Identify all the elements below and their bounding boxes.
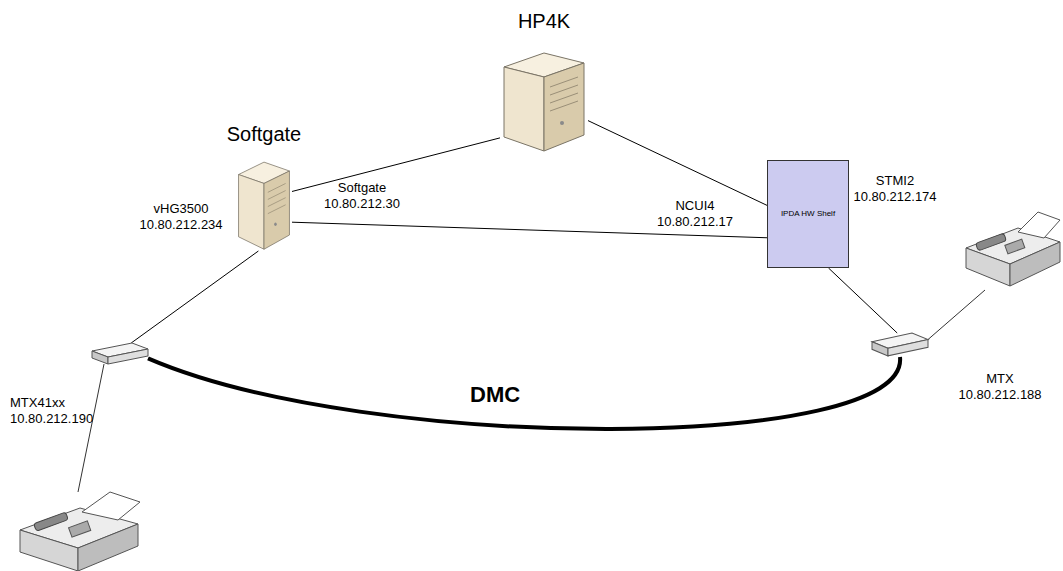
network-link xyxy=(131,251,258,343)
drive-bay xyxy=(268,198,286,207)
fax-wire xyxy=(78,364,104,492)
server-side xyxy=(264,171,289,249)
gateway-device: MTX41xx 10.80.212.190 xyxy=(92,343,148,365)
dmc-link xyxy=(148,357,900,429)
fax-keypad xyxy=(69,521,91,537)
drive-bay xyxy=(550,93,578,103)
fax-body-front xyxy=(966,248,1010,286)
fax-paper xyxy=(82,492,140,520)
interface-address: STMI2 10.80.212.174 xyxy=(853,173,936,205)
server-side xyxy=(544,63,584,151)
fax-handset xyxy=(34,512,69,531)
network-link xyxy=(292,138,500,192)
drive-bay xyxy=(268,183,286,192)
power-led xyxy=(560,121,564,125)
drive-bay xyxy=(268,205,286,214)
device-front xyxy=(92,351,108,364)
node-heading: Softgate xyxy=(227,122,302,146)
drive-bay xyxy=(268,191,286,200)
server-icon: HP4K xyxy=(500,45,588,153)
link-label: DMC xyxy=(470,382,520,408)
drive-bay xyxy=(550,77,578,87)
fax-wire xyxy=(924,290,985,343)
device-label: MTX41xx 10.80.212.190 xyxy=(10,395,93,427)
fax-machine xyxy=(20,492,140,571)
gateway-device: MTX 10.80.212.188 xyxy=(872,333,928,357)
server-front xyxy=(504,67,544,151)
shelf-box xyxy=(768,161,849,268)
server-icon-shape xyxy=(236,155,292,251)
device-side xyxy=(888,340,928,356)
fax-body-front xyxy=(20,530,78,571)
interface-address: vHG3500 10.80.212.234 xyxy=(139,201,222,233)
device-front xyxy=(872,342,888,356)
server-icon-shape xyxy=(500,45,588,153)
gateway-device-shape xyxy=(92,343,148,365)
gateway-device-shape xyxy=(872,333,928,357)
drive-bay xyxy=(550,85,578,95)
fax-keypad xyxy=(1005,239,1025,254)
network-link xyxy=(829,268,898,333)
shelf-label: IPDA HW Shelf xyxy=(777,209,839,219)
power-led xyxy=(274,223,277,227)
interface-address: NCUI4 10.80.212.17 xyxy=(657,198,733,230)
fax-handset xyxy=(976,233,1007,251)
interface-address: Softgate 10.80.212.30 xyxy=(324,180,400,212)
server-front xyxy=(239,175,264,250)
device-label: MTX 10.80.212.188 xyxy=(958,371,1041,403)
server-icon: Softgate xyxy=(236,155,292,251)
node-heading: HP4K xyxy=(518,9,570,33)
hardware-shelf: IPDA HW Shelf xyxy=(767,160,849,268)
fax-machine xyxy=(966,212,1060,286)
fax-paper xyxy=(1018,212,1060,238)
network-link xyxy=(588,121,767,206)
drive-bay xyxy=(550,101,578,111)
device-side xyxy=(108,349,148,364)
